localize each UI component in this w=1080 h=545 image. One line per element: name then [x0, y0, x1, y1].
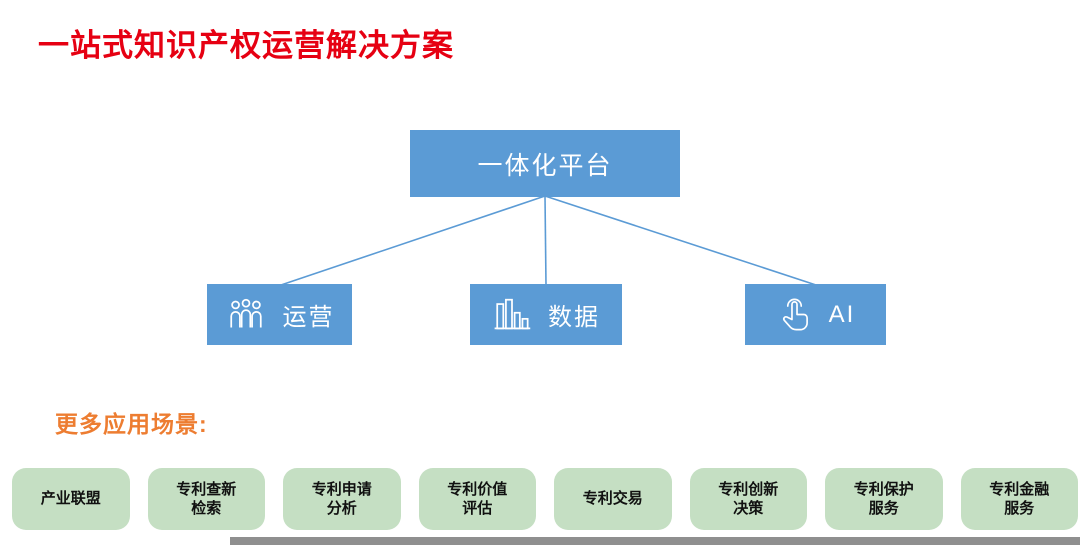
- people-icon: [225, 298, 267, 331]
- scenario-pill-innovation-decision: 专利创新 决策: [689, 468, 807, 530]
- child-node-label: 运营: [282, 304, 335, 331]
- child-node-label: AI: [828, 300, 856, 328]
- scenario-pill-novelty-search: 专利查新 检索: [147, 468, 265, 530]
- scenario-pill-finance-service: 专利金融 服务: [960, 468, 1078, 530]
- scenario-pill-application-analysis: 专利申请 分析: [283, 468, 401, 530]
- child-node-label: 数据: [548, 304, 600, 331]
- child-node-ai: AI: [745, 284, 886, 345]
- page-title: 一站式知识产权运营解决方案: [38, 28, 454, 63]
- bottom-bar: [230, 537, 1080, 545]
- scenario-pill-patent-trade: 专利交易: [554, 468, 672, 530]
- bar-chart-icon: [492, 297, 532, 332]
- more-scenarios-label: 更多应用场景:: [55, 411, 208, 437]
- scenario-pill-value-evaluation: 专利价值 评估: [418, 468, 536, 530]
- root-node-label: 一体化平台: [477, 151, 613, 180]
- touch-icon: [776, 296, 813, 333]
- scenario-pill-protection-service: 专利保护 服务: [825, 468, 943, 530]
- child-node-data: 数据: [470, 284, 622, 345]
- scenario-pill-industry-alliance: 产业联盟: [12, 468, 130, 530]
- child-node-operations: 运营: [207, 284, 352, 345]
- root-node-platform: 一体化平台: [410, 130, 680, 197]
- scenario-row: 产业联盟 专利查新 检索 专利申请 分析 专利价值 评估 专利交易 专利创新 决…: [12, 468, 1078, 530]
